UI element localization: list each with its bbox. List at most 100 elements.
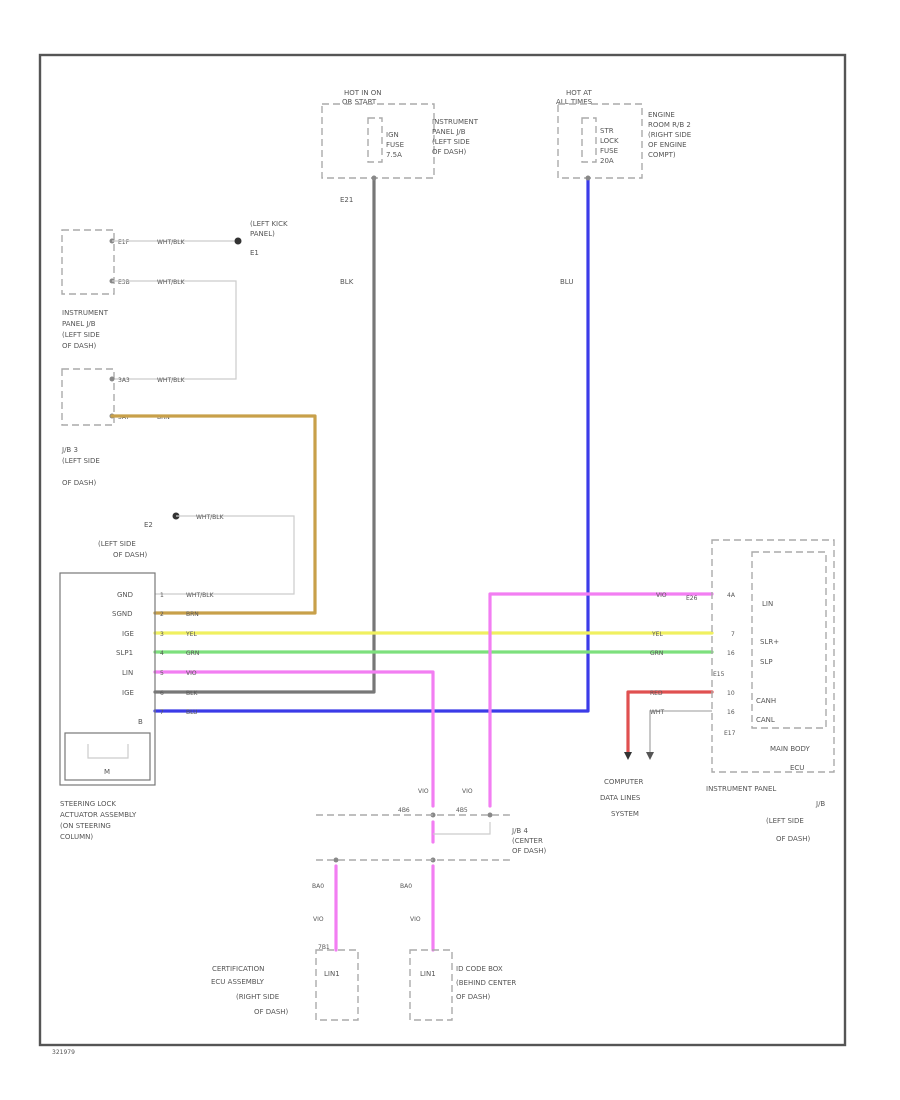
str-location-line3: (RIGHT SIDE bbox=[648, 131, 691, 139]
cert-box bbox=[315, 949, 359, 1021]
certification-ecu: BA0 VIO 7B1 LIN1 CERTIFICATION ECU ASSEM… bbox=[211, 883, 359, 1021]
steering-lock-label1: STEERING LOCK bbox=[60, 800, 116, 808]
wire-blu bbox=[153, 176, 590, 713]
motor-box bbox=[64, 732, 151, 781]
ground-e2-wire bbox=[155, 515, 295, 595]
colored-wires bbox=[110, 176, 714, 952]
mb-wire-red: RED bbox=[650, 690, 663, 697]
jb4-label2: (CENTER bbox=[512, 837, 543, 845]
steering-lock-actuator: M GND SGND IGE SLP1 LIN IGE B 1 2 3 4 5 … bbox=[59, 572, 215, 841]
motor-label: M bbox=[104, 768, 110, 776]
sl-pin-slp1: SLP1 bbox=[116, 649, 133, 657]
id-label2: (BEHIND CENTER bbox=[456, 979, 516, 987]
jb3-label2: (LEFT SIDE bbox=[62, 457, 100, 465]
str-fuse-name: STR bbox=[600, 127, 614, 135]
jb4-pin-b-terminal bbox=[487, 812, 493, 818]
wire-brn bbox=[110, 414, 317, 615]
jb3-block: 3A3 3A7 WHT/BLK BRN J/B 3 (LEFT SIDE OF … bbox=[61, 368, 186, 487]
mb-label3: (LEFT SIDE bbox=[766, 817, 804, 825]
sl-num-7: 7 bbox=[160, 709, 164, 716]
cdl-label2: DATA LINES bbox=[600, 794, 641, 802]
mb-wire-grn: GRN bbox=[650, 650, 663, 657]
mb-label2: J/B bbox=[815, 800, 825, 808]
cert-pin: 7B1 bbox=[318, 944, 330, 951]
sl-num-5: 5 bbox=[160, 670, 164, 677]
ign-fuse-box bbox=[321, 103, 435, 179]
sl-pin-sgnd: SGND bbox=[112, 610, 133, 618]
str-fuse-box bbox=[557, 103, 643, 179]
ign-fuse-block: HOT IN ON OR START IGN FUSE 7.5A INSTRUM… bbox=[321, 89, 479, 286]
main-body-ecu-box bbox=[751, 551, 827, 729]
str-fuse-element bbox=[581, 117, 597, 163]
connection-dots bbox=[333, 175, 591, 863]
str-lock-fuse-block: HOT AT ALL TIMES STR LOCK FUSE 20A ENGIN… bbox=[556, 89, 691, 286]
sl-pin-b: B bbox=[138, 718, 143, 726]
ign-terminal bbox=[371, 175, 377, 181]
id-conn: BA0 bbox=[400, 883, 412, 890]
mb-conn-e17: E17 bbox=[724, 730, 736, 737]
wire-vio-main bbox=[153, 670, 435, 808]
ign-location-line1: INSTRUMENT bbox=[432, 118, 479, 126]
ground-e2-wire-label: WHT/BLK bbox=[196, 514, 225, 521]
sl-wire-ige2: BLK bbox=[186, 690, 198, 697]
mb-pin-slp: SLP bbox=[760, 658, 773, 666]
jb4-block: 4B6 4B5 VIO VIO J/B 4 (CENTER OF DASH) bbox=[316, 788, 547, 861]
ign-fuse-word: FUSE bbox=[386, 141, 404, 149]
ground-e2-label1: E2 bbox=[144, 521, 153, 529]
ip-jb-right-box bbox=[711, 539, 835, 773]
ign-wire-color: BLK bbox=[340, 278, 354, 286]
ip-jb-label2: PANEL J/B bbox=[62, 320, 96, 328]
cert-conn: BA0 bbox=[312, 883, 324, 890]
cert-label2: ECU ASSEMBLY bbox=[211, 978, 265, 986]
sl-num-4: 4 bbox=[160, 650, 164, 657]
id-name: LIN1 bbox=[420, 970, 436, 978]
sl-pin-ige2: IGE bbox=[122, 689, 134, 697]
sl-num-3: 3 bbox=[160, 631, 164, 638]
ip-jb-label3: (LEFT SIDE bbox=[62, 331, 100, 339]
mb-label4: OF DASH) bbox=[776, 835, 811, 843]
sl-pin-ige: IGE bbox=[122, 630, 134, 638]
mb-pin-canl: CANL bbox=[756, 716, 775, 724]
sl-wire-sgnd: BRN bbox=[186, 611, 199, 618]
jb3-pin-a: 3A3 bbox=[118, 377, 130, 384]
mb-conn-e15: E15 bbox=[713, 671, 725, 678]
mb-num-canl: 16 bbox=[727, 709, 735, 716]
jb4-bus bbox=[433, 822, 491, 835]
computer-data-lines: COMPUTER DATA LINES SYSTEM bbox=[600, 752, 654, 818]
str-fuse-word1: LOCK bbox=[600, 137, 619, 145]
id-box bbox=[409, 949, 453, 1021]
steering-lock-label3: (ON STEERING bbox=[60, 822, 111, 830]
jb4-label1: J/B 4 bbox=[511, 827, 528, 835]
ip-jb-label1: INSTRUMENT bbox=[62, 309, 109, 317]
canl-arrow bbox=[646, 752, 654, 760]
jb4-cert-terminal bbox=[333, 857, 339, 863]
ign-location-line4: OF DASH) bbox=[432, 148, 467, 156]
cert-name: LIN1 bbox=[324, 970, 340, 978]
jb4-vio-b: VIO bbox=[462, 788, 473, 795]
jb3-pin-a-terminal bbox=[109, 376, 115, 382]
ground-e1-label3: E1 bbox=[250, 249, 259, 257]
mb-pin-canh: CANH bbox=[756, 697, 776, 705]
str-location-line5: COMPT) bbox=[648, 151, 676, 159]
id-wire: VIO bbox=[410, 916, 421, 923]
wire-vio-lin bbox=[488, 592, 714, 808]
ign-fuse-element bbox=[367, 117, 383, 163]
e3b-pin: E3B bbox=[118, 279, 130, 286]
jb3-wire-a-label: WHT/BLK bbox=[157, 377, 186, 384]
wire-wht bbox=[649, 710, 712, 752]
sl-pin-gnd: GND bbox=[117, 591, 133, 599]
mb-num-canh: 10 bbox=[727, 690, 735, 697]
cert-label4: OF DASH) bbox=[254, 1008, 289, 1016]
canh-arrow bbox=[624, 752, 632, 760]
sl-wire-ige: YEL bbox=[185, 631, 197, 638]
mb-pin-slr: SLR+ bbox=[760, 638, 779, 646]
sl-pin-lin: LIN bbox=[122, 669, 133, 677]
str-source-line2: ALL TIMES bbox=[556, 98, 593, 106]
mb-num-slp: 16 bbox=[727, 650, 735, 657]
main-body-ecu: LIN SLR+ SLP CANH CANL 4A 7 16 10 16 VIO… bbox=[650, 539, 835, 843]
jb3-box bbox=[61, 368, 115, 426]
steering-lock-wire-labels: WHT/BLK BRN YEL GRN VIO BLK BLU bbox=[185, 592, 215, 716]
ign-location-line2: PANEL J/B bbox=[432, 128, 466, 136]
cert-label3: (RIGHT SIDE bbox=[236, 993, 279, 1001]
